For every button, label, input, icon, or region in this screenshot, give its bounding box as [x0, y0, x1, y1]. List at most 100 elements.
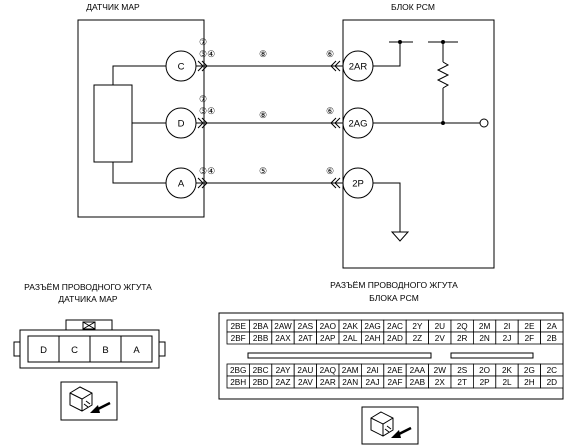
- pcm-pin-label: 2S: [457, 366, 468, 375]
- pcm-box: [342, 19, 495, 269]
- sensor-harness-caption: РАЗЪЁМ ПРОВОДНОГО ЖГУТА: [24, 282, 152, 292]
- wire-note: ③④: [199, 106, 215, 116]
- pcm-pin-label: 2AI: [366, 366, 378, 375]
- pcm-pin-label: 2F: [525, 334, 535, 343]
- pcm-pin-label: 2AC: [387, 322, 403, 331]
- pcm-2p-internal: [373, 182, 401, 232]
- pcm-pin-label: 2AA: [410, 366, 426, 375]
- wire-note: ⑧: [259, 49, 267, 59]
- pcm-pin-label: 2AF: [387, 378, 402, 387]
- pcm-pin-label: 2AP: [320, 334, 336, 343]
- wire-note: ⑦: [199, 94, 207, 104]
- pcm-pin-label: 2AO: [320, 322, 336, 331]
- pcm-pin-label: 2P: [352, 179, 364, 190]
- sensor-harness-pin: A: [133, 345, 140, 356]
- pcm-pin-label: 2Q: [457, 322, 468, 331]
- pcm-pin-label: 2AU: [297, 366, 313, 375]
- sensor-pin-a: A: [165, 167, 197, 199]
- pcm-title: БЛОК PCM: [391, 2, 435, 12]
- pcm-pin-label: 2X: [435, 378, 446, 387]
- pcm-pin-label: 2L: [502, 378, 512, 387]
- pcm-pin-label: 2K: [502, 366, 513, 375]
- pcm-pin-label: 2J: [503, 334, 512, 343]
- pcm-pin-label: 2W: [434, 366, 447, 375]
- wire-note: ⑥: [326, 166, 334, 176]
- pcm-pin-label: 2AS: [298, 322, 314, 331]
- pcm-pin-label: 2BF: [231, 334, 246, 343]
- pcm-pin-label: 2P: [480, 378, 491, 387]
- ground-icon: [390, 231, 410, 242]
- wire-note: ③④: [199, 166, 215, 176]
- pcm-pin-label: 2R: [457, 334, 468, 343]
- pcm-pin-label: 2T: [457, 378, 467, 387]
- junction-dot: [441, 121, 445, 125]
- wire-note: ③④: [199, 49, 215, 59]
- pcm-pin-label: 2AG: [348, 119, 367, 130]
- sensor-pin-d: D: [165, 107, 197, 139]
- pcm-pin-label: 2A: [547, 322, 558, 331]
- pull-up-resistor: [436, 61, 450, 89]
- sensor-lead-c: [112, 65, 166, 85]
- pcm-pin-2p: 2P: [342, 167, 374, 199]
- pcm-pin-label: 2AR: [320, 378, 336, 387]
- sensor-element: [93, 84, 133, 163]
- sensor-pin-label: A: [178, 179, 185, 190]
- wire-c-2ar: [196, 60, 343, 72]
- sensor-lead-a: [112, 162, 166, 184]
- pcm-pin-label: 2AL: [343, 334, 358, 343]
- pcm-pin-cell: [540, 375, 564, 389]
- sensor-harness-pin: D: [40, 345, 47, 356]
- pcm-harness-caption: РАЗЪЁМ ПРОВОДНОГО ЖГУТА: [330, 280, 458, 290]
- pcm-pin-label: 2AV: [298, 378, 313, 387]
- pcm-pin-label: 2H: [524, 378, 535, 387]
- pcm-pin-label: 2Z: [413, 334, 423, 343]
- pcm-pin-label: 2AY: [276, 366, 291, 375]
- pcm-pin-label: 2AG: [364, 322, 380, 331]
- wire-note: ⑤: [259, 166, 267, 176]
- wire-note: ⑦: [199, 37, 207, 47]
- pcm-harness-connector: [218, 312, 564, 400]
- pcm-pin-label: 2Y: [412, 322, 423, 331]
- sensor-pin-label: C: [178, 62, 185, 73]
- wire-note: ⑧: [259, 110, 267, 120]
- pcm-pin-label: 2BD: [253, 378, 269, 387]
- pcm-pin-label: 2BE: [230, 322, 246, 331]
- pcm-pin-label: 2AQ: [320, 366, 336, 375]
- harness-side-view-icon: [60, 381, 118, 421]
- connector-rail: [450, 352, 534, 359]
- pcm-pin-label: 2G: [524, 366, 535, 375]
- pcm-pin-label: 2U: [435, 322, 446, 331]
- sensor-harness-pin: C: [71, 345, 78, 356]
- sensor-pin-c: C: [165, 50, 197, 82]
- pcm-harness-caption: БЛОКА PCM: [369, 293, 419, 303]
- wire-d-2ag: [196, 117, 343, 129]
- pcm-pin-label: 2AM: [342, 366, 359, 375]
- pcm-pin-label: 2O: [479, 366, 490, 375]
- pcm-pin-cell: [540, 331, 564, 345]
- pcm-pin-label: 2AN: [342, 378, 358, 387]
- sensor-title: ДАТЧИК MAP: [86, 2, 140, 12]
- sensor-box: [77, 19, 205, 218]
- sensor-harness-caption: ДАТЧИКА MAP: [58, 294, 117, 304]
- pcm-pin-label: 2AH: [365, 334, 381, 343]
- pcm-2ar-internal: [373, 42, 401, 67]
- pcm-pin-label: 2AZ: [275, 378, 290, 387]
- pcm-pin-label: 2AX: [275, 334, 291, 343]
- pcm-pin-label: 2V: [435, 334, 446, 343]
- pcm-pin-2ar: 2AR: [342, 50, 374, 82]
- junction-dot: [398, 40, 402, 44]
- pcm-pin-label: 2B: [547, 334, 558, 343]
- pcm-pin-label: 2BB: [253, 334, 269, 343]
- pcm-pin-label: 2BA: [253, 322, 269, 331]
- pcm-pin-label: 2AR: [349, 62, 368, 73]
- pcm-pin-label: 2AJ: [366, 378, 380, 387]
- pcm-pin-label: 2C: [547, 366, 558, 375]
- sensor-harness-pin: B: [102, 345, 108, 356]
- wire-note: ⑥: [326, 106, 334, 116]
- pcm-pin-label: 2E: [524, 322, 535, 331]
- pcm-pin-label: 2AW: [274, 322, 292, 331]
- pcm-pin-label: 2I: [504, 322, 511, 331]
